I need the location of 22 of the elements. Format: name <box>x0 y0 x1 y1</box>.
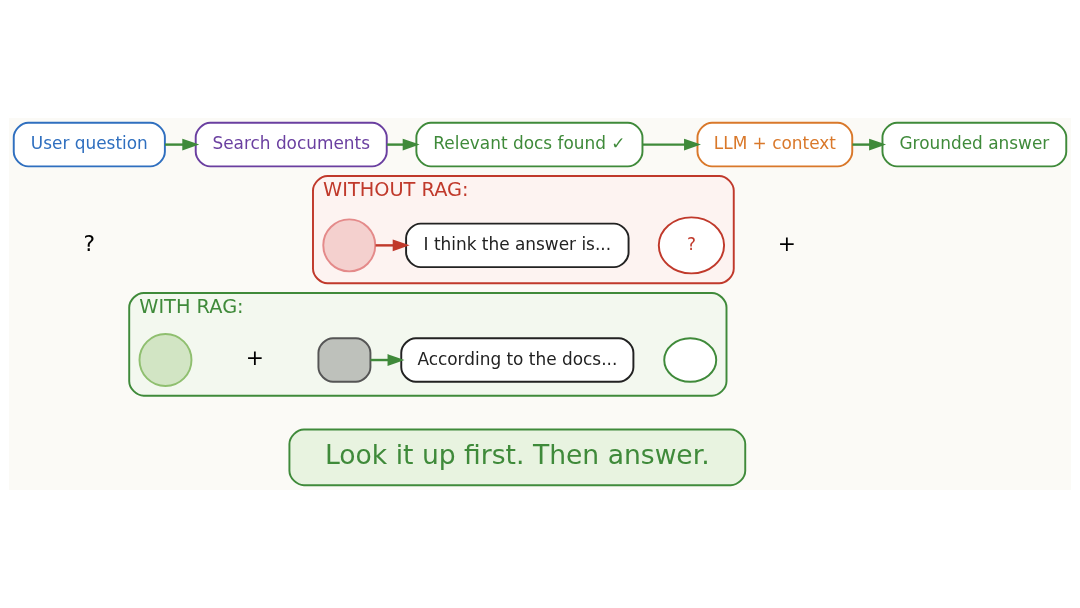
arrow <box>375 239 410 252</box>
node-box: Search documents <box>194 121 388 168</box>
node-box: LLM + context <box>696 121 854 168</box>
arrow <box>387 138 420 151</box>
arrow <box>852 138 887 151</box>
node-box: User question <box>12 121 166 168</box>
node-box: According to the docs... <box>400 337 635 383</box>
arrow <box>370 354 405 366</box>
node-box: Look it up first. Then answer. <box>288 428 747 487</box>
label: ? <box>83 230 96 256</box>
node-box <box>317 337 372 383</box>
node-box: Grounded answer <box>881 121 1068 168</box>
arrow <box>642 138 701 151</box>
label: + <box>245 345 265 371</box>
arrow <box>165 138 200 151</box>
node-box: I think the answer is... <box>405 222 630 269</box>
node-circle <box>138 333 193 387</box>
label: + <box>777 230 797 256</box>
node-circle <box>322 218 377 273</box>
node-cloud <box>663 337 718 383</box>
node-ellipse: ? <box>657 216 726 275</box>
node-box: Relevant docs found ✓ <box>415 121 644 168</box>
